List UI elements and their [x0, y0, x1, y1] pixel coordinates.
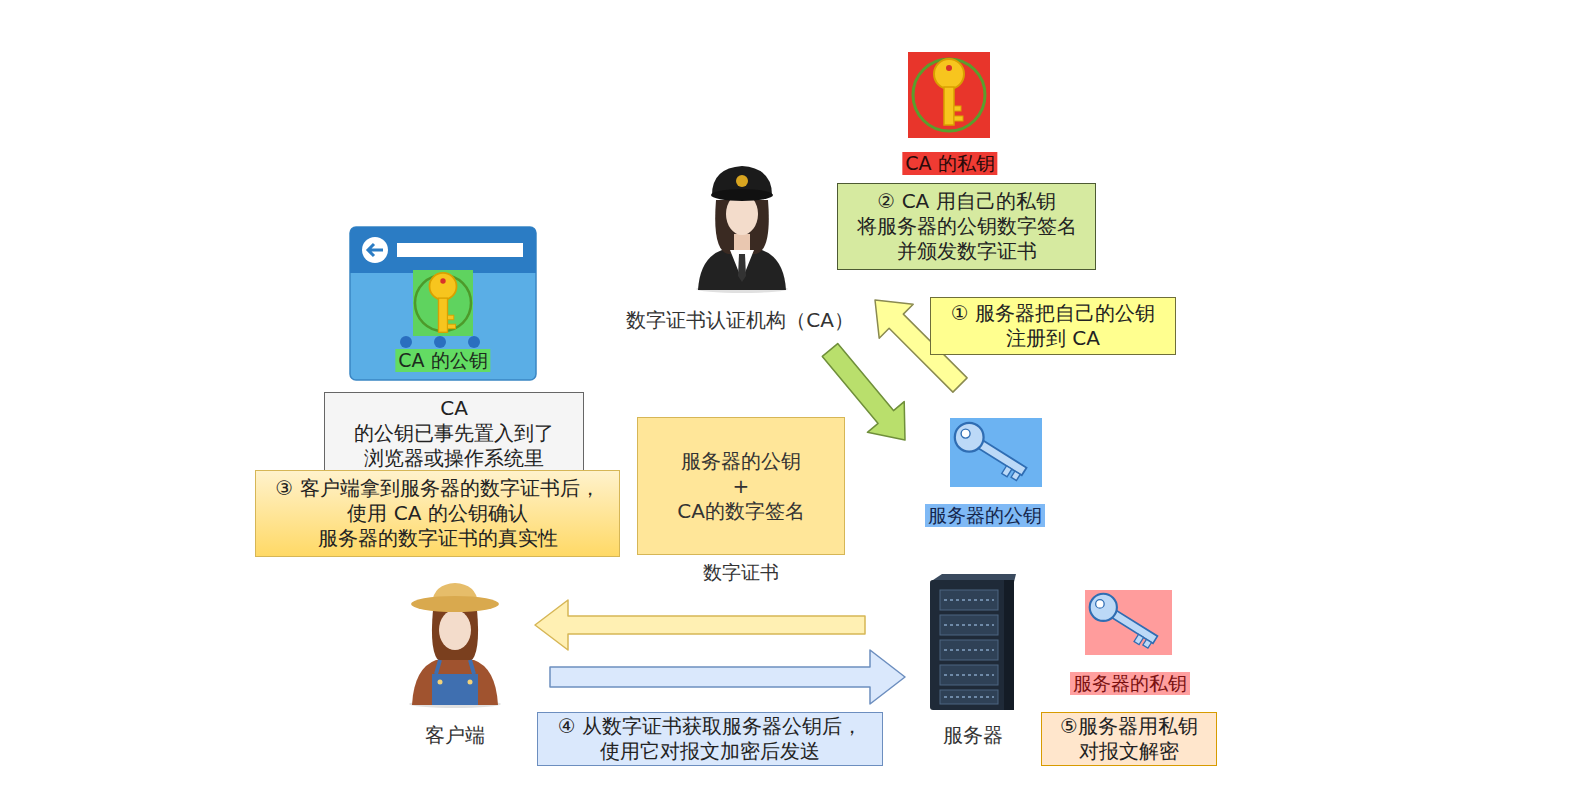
box-text: CA 的公钥已事先置入到了 浏览器或操作系统里 — [339, 396, 569, 471]
server-tower-icon — [930, 574, 1016, 710]
icon-label: 服务器 — [940, 723, 1006, 747]
client-figure-part — [411, 596, 499, 612]
server-tower-icon-part — [930, 580, 1014, 710]
server-private-key-icon-part — [1090, 594, 1158, 651]
ca-officer-figure-part — [734, 234, 750, 252]
browser-window-icon-part — [468, 336, 480, 348]
client-figure-part — [432, 610, 478, 662]
icon-label: 服务器的公钥 — [925, 504, 1045, 527]
server-private-key-icon-part — [1085, 590, 1172, 655]
server-tower-icon-part — [944, 600, 994, 697]
ca-officer-figure-part — [738, 254, 746, 282]
browser-window-icon-part — [397, 243, 523, 257]
ca-officer-figure-part — [711, 189, 773, 201]
browser-window-icon-part — [430, 273, 457, 332]
icon-label: CA 的私钥 — [902, 152, 997, 175]
browser-window-icon-part — [434, 336, 446, 348]
step-box: ⑤服务器用私钥 对报文解密 — [1041, 712, 1217, 766]
step-box: ④ 从数字证书获取服务器公钥后， 使用它对报文加密后发送 — [537, 712, 883, 766]
note-box: CA 的公钥已事先置入到了 浏览器或操作系统里 — [324, 392, 584, 475]
server-private-key: 服务器的私钥 — [1060, 585, 1200, 697]
ca-private-key-icon-part — [913, 59, 985, 131]
browser-window-icon-part — [350, 227, 536, 380]
server-public-key-icon — [950, 418, 1042, 487]
browser-window-icon-part — [368, 244, 383, 256]
browser-window-icon-part — [350, 227, 536, 273]
server: 服务器 — [915, 570, 1030, 748]
ca-authority: 数字证书认证机构（CA） — [605, 160, 875, 350]
browser-window-icon-part — [400, 336, 412, 348]
box-text: ② CA 用自己的私钥 将服务器的公钥数字签名 并颁发数字证书 — [851, 189, 1083, 264]
ca-private-key-icon-part — [908, 52, 990, 138]
server-public-key-icon-part — [950, 418, 1042, 487]
ca-private-key-icon — [908, 52, 990, 138]
browser-window-icon-part — [362, 237, 388, 263]
icon-label: 数字证书认证机构（CA） — [623, 308, 857, 332]
client-figure-part — [412, 660, 498, 705]
icon-label: CA 的公钥 — [395, 349, 490, 372]
browser-window-icon — [350, 227, 536, 380]
ca-private-key-icon-part — [934, 59, 964, 125]
server-private-key-icon — [1085, 590, 1172, 655]
step-box: ③ 客户端拿到服务器的数字证书后， 使用 CA 的公钥确认 服务器的数字证书的真… — [255, 470, 620, 557]
ca-officer-figure-part — [736, 175, 748, 187]
icon-label: 服务器的私钥 — [1070, 672, 1190, 695]
box-text: ⑤服务器用私钥 对报文解密 — [1049, 714, 1209, 764]
client-figure-part — [439, 610, 471, 650]
certificate-text: 服务器的公钥 + CA的数字签名 — [677, 449, 805, 524]
client: 客户端 — [395, 578, 515, 748]
browser-window: CA 的公钥 — [350, 227, 536, 380]
icon-label: 客户端 — [422, 723, 488, 747]
step-box: ② CA 用自己的私钥 将服务器的公钥数字签名 并颁发数字证书 — [837, 183, 1096, 270]
server-tower-icon-part — [1004, 580, 1014, 710]
client-figure-part — [436, 660, 474, 674]
ca-private-key: CA 的私钥 — [895, 50, 1005, 175]
step-box: ① 服务器把自己的公钥 注册到 CA — [930, 297, 1176, 355]
browser-window-icon-part — [413, 270, 473, 336]
block-arrow — [535, 600, 865, 650]
server-public-key: 服务器的公钥 — [905, 385, 1065, 530]
ca-officer-figure — [696, 166, 788, 293]
ca-officer-figure-part — [698, 250, 786, 290]
box-text: ① 服务器把自己的公钥 注册到 CA — [938, 301, 1168, 351]
client-figure — [409, 583, 501, 708]
client-figure-part — [438, 680, 443, 685]
client-figure-part — [468, 680, 473, 685]
block-arrow — [550, 650, 905, 704]
certificate-caption: 数字证书 — [608, 561, 874, 584]
box-text: ④ 从数字证书获取服务器公钥后， 使用它对报文加密后发送 — [550, 714, 870, 764]
certificate-box: 服务器的公钥 + CA的数字签名数字证书 — [637, 417, 845, 555]
box-text: ③ 客户端拿到服务器的数字证书后， 使用 CA 的公钥确认 服务器的数字证书的真… — [270, 476, 605, 551]
server-public-key-icon-part — [955, 423, 1027, 483]
client-figure-part — [432, 674, 478, 705]
